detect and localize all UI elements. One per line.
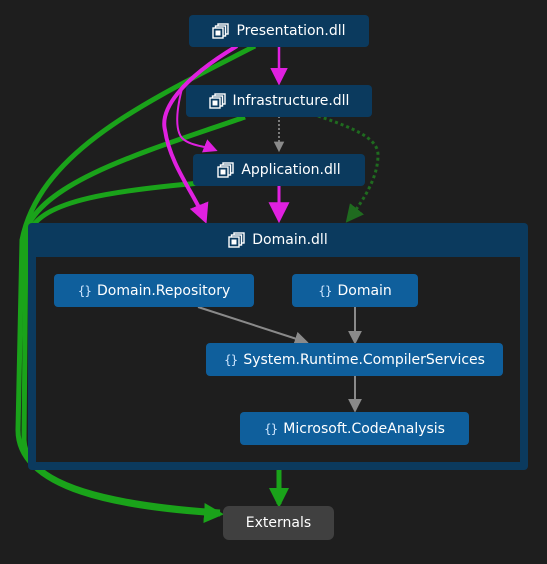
domain-namespace-node[interactable]: {} Domain — [292, 274, 418, 307]
application-node[interactable]: Application.dll — [193, 154, 365, 186]
assembly-icon — [228, 232, 246, 248]
infrastructure-label: Infrastructure.dll — [232, 93, 350, 109]
presentation-node[interactable]: Presentation.dll — [189, 15, 369, 47]
edge-application-externals — [27, 180, 201, 234]
externals-node[interactable]: Externals — [223, 506, 334, 540]
namespace-icon: {} — [224, 352, 238, 367]
namespace-icon: {} — [77, 283, 92, 298]
edge-infrastructure-externals — [21, 114, 246, 515]
domain-group-header[interactable]: Domain.dll — [28, 223, 528, 257]
application-label: Application.dll — [241, 162, 341, 178]
system-runtime-label: System.Runtime.CompilerServices — [243, 351, 485, 368]
microsoft-codeanalysis-node[interactable]: {} Microsoft.CodeAnalysis — [240, 412, 469, 445]
presentation-label: Presentation.dll — [236, 23, 346, 39]
namespace-icon: {} — [318, 283, 332, 298]
assembly-icon — [212, 23, 230, 39]
externals-label: Externals — [245, 515, 312, 531]
domain-namespace-label: Domain — [337, 282, 392, 299]
edge-presentation-application — [176, 84, 218, 153]
system-runtime-node[interactable]: {} System.Runtime.CompilerServices — [206, 343, 503, 376]
infrastructure-node[interactable]: Infrastructure.dll — [186, 85, 372, 117]
edge-presentation-domain — [162, 44, 239, 224]
assembly-icon — [217, 162, 235, 178]
assembly-icon — [208, 93, 227, 109]
edge-infrastructure-domain — [317, 114, 380, 223]
namespace-icon: {} — [264, 421, 278, 436]
domain-repository-label: Domain.Repository — [97, 282, 231, 299]
domain-group-label: Domain.dll — [252, 232, 328, 248]
microsoft-codeanalysis-label: Microsoft.CodeAnalysis — [283, 420, 445, 437]
domain-repository-node[interactable]: {} Domain.Repository — [54, 274, 254, 307]
